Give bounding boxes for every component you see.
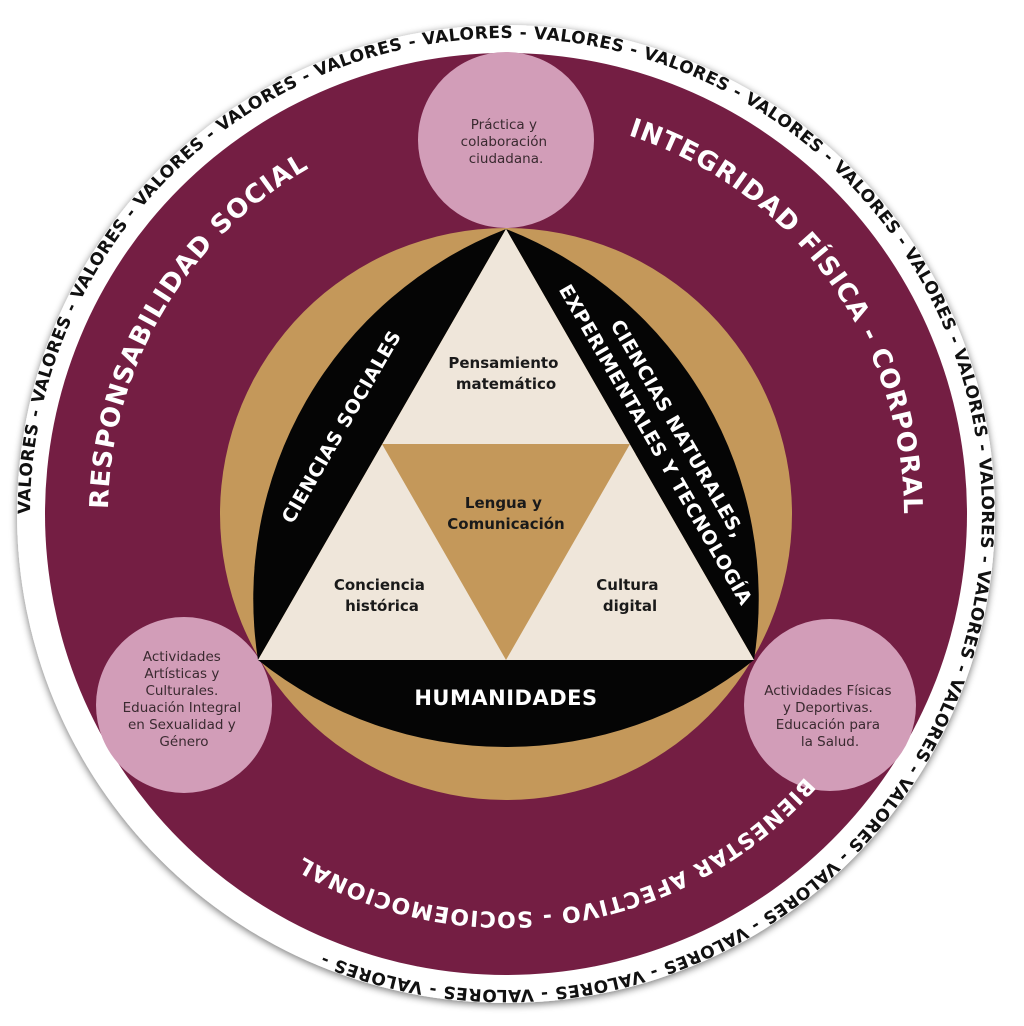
pink-left-text: Actividades Artísticas y Culturales. Edu… [123, 649, 246, 750]
pink-circle-left [96, 617, 272, 793]
triangle-center-line2: Comunicación [447, 515, 564, 533]
band-left-shape [253, 229, 506, 660]
pink-left-line5: en Sexualidad y [128, 717, 236, 733]
pink-right-line4: la Salud. [801, 734, 859, 750]
pink-right-line1: Actividades Físicas [764, 683, 891, 699]
triangle-right-label: Cultura digital [596, 576, 663, 615]
pink-top-line2: colaboración [461, 134, 547, 150]
pink-circle-top [418, 52, 594, 228]
center-inverted-triangle [382, 444, 630, 660]
triangle-center-label: Lengua y Comunicación [447, 494, 564, 533]
pink-left-line6: Género [159, 734, 208, 750]
band-right-shape [506, 229, 759, 660]
pink-right-line2: y Deportivas. [783, 700, 873, 716]
pink-right-text: Actividades Físicas y Deportivas. Educac… [764, 683, 896, 750]
band-bottom-shape [258, 660, 754, 747]
pink-left-line4: Eduación Integral [123, 700, 242, 716]
band-bottom-label: HUMANIDADES [414, 686, 597, 710]
triangle-top-line1: Pensamiento [448, 354, 558, 372]
pink-top-text: Práctica y colaboración ciudadana. [461, 117, 552, 167]
triangle-right-line1: Cultura [596, 576, 658, 594]
pink-left-line1: Actividades [143, 649, 221, 665]
triangle-right-line2: digital [603, 597, 657, 615]
pink-top-line3: ciudadana. [469, 151, 544, 167]
pink-right-line3: Educación para [776, 717, 880, 733]
triangle-left-label: Conciencia histórica [334, 576, 430, 615]
triangle-left-line2: histórica [345, 597, 419, 615]
pink-circle-right [744, 619, 916, 791]
pink-left-line2: Artísticas y [144, 666, 219, 682]
triangle-top-line2: matemático [456, 375, 556, 393]
triangle-left-line1: Conciencia [334, 576, 425, 594]
pink-left-line3: Culturales. [145, 683, 218, 699]
triangle-center-line1: Lengua y [465, 494, 542, 512]
pink-top-line1: Práctica y [471, 117, 537, 133]
triangle-top-label: Pensamiento matemático [448, 354, 563, 393]
